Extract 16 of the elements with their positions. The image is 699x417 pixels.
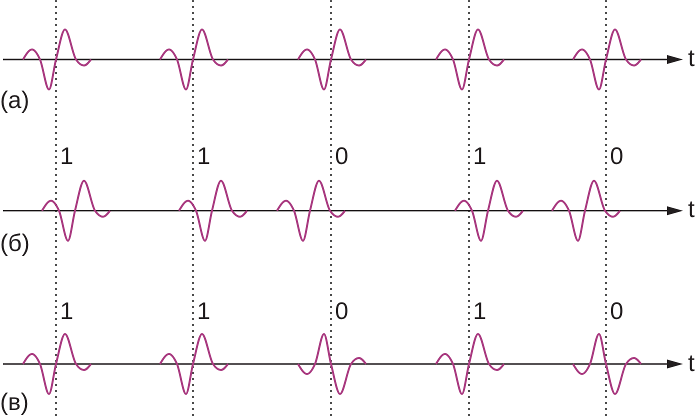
bit-label: 0	[610, 145, 624, 169]
axis-label: t	[688, 198, 695, 222]
bit-label: 1	[60, 300, 74, 324]
bit-label: 0	[335, 300, 348, 324]
panel-label: (в)	[0, 391, 29, 415]
bit-label: 1	[473, 300, 486, 324]
axis-label: t	[688, 352, 695, 376]
bit-label: 1	[197, 145, 210, 169]
bit-label: 0	[335, 145, 348, 169]
panel-label: (а)	[0, 89, 30, 113]
bit-label: 1	[473, 145, 486, 169]
bit-label: 1	[197, 300, 210, 324]
panel-label: (б)	[0, 232, 30, 256]
bit-label: 1	[60, 145, 74, 169]
bit-label: 0	[610, 300, 624, 324]
axis-label: t	[688, 47, 695, 71]
